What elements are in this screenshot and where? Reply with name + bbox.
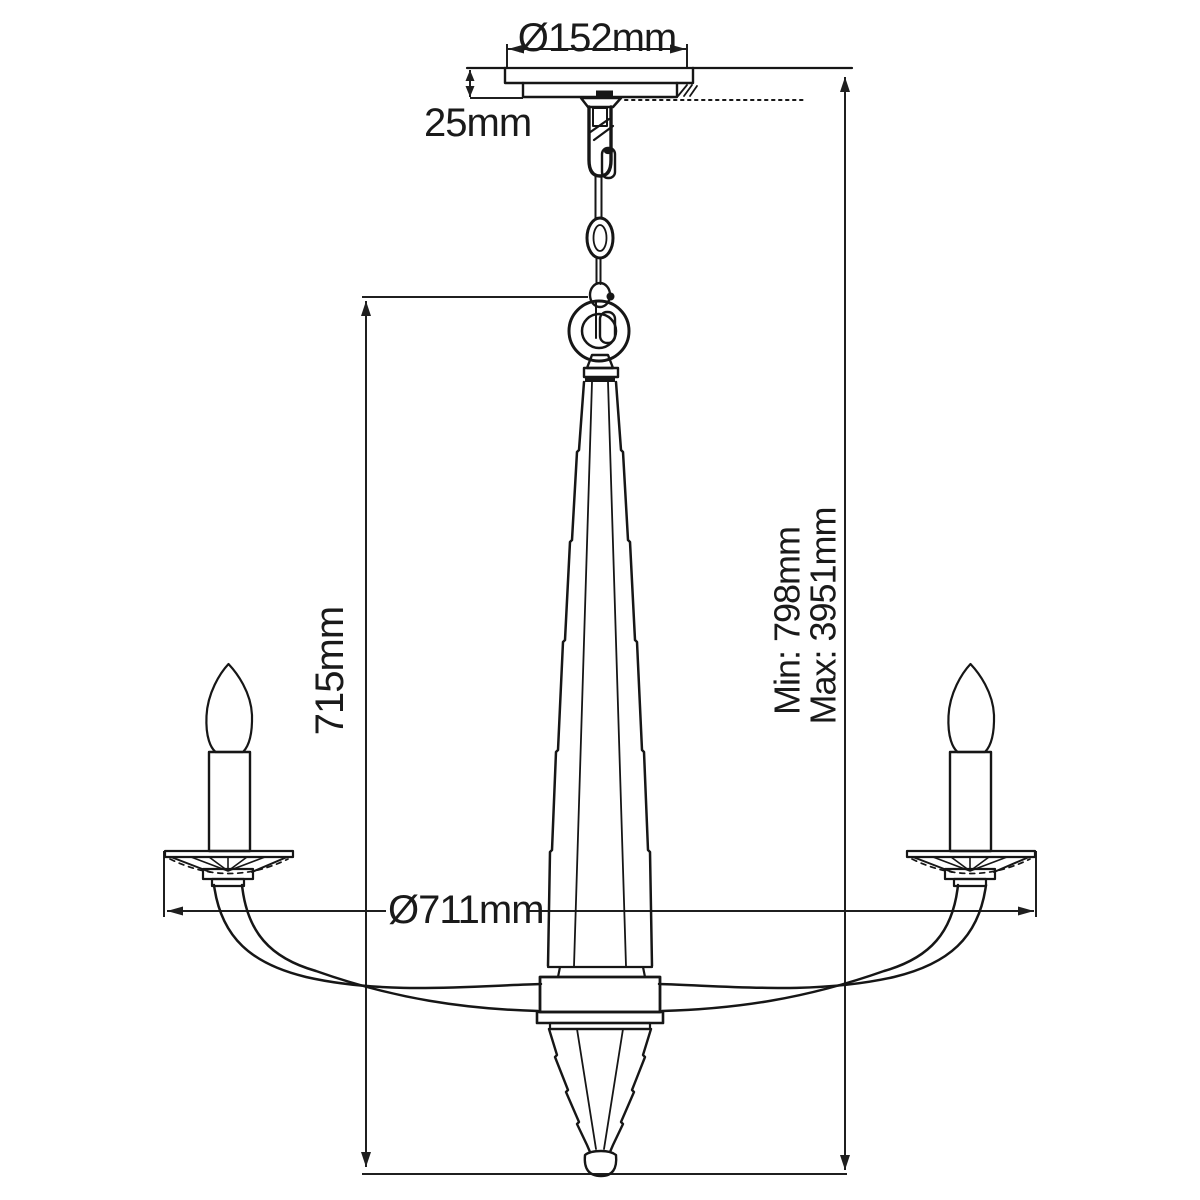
min-height-label: Min: 798mm [767, 527, 808, 715]
right-flame-bulb [947, 662, 996, 754]
left-bobeche [163, 849, 295, 859]
chain [585, 216, 615, 309]
dim-min-max-height [840, 77, 850, 1170]
suspension-hook [579, 90, 623, 219]
dimension-lines [163, 44, 1037, 1175]
top-ring [567, 299, 631, 363]
dim-canopy-diameter [506, 44, 688, 67]
ceiling-canopy [465, 66, 854, 101]
dim-canopy-height [465, 70, 523, 99]
arms [212, 883, 988, 1013]
chandelier-drawing [163, 66, 1037, 1178]
left-flame-bulb [205, 662, 254, 754]
dim-fixture-diameter [163, 851, 1037, 917]
right-arm [657, 883, 988, 990]
dimension-labels: Ø152mm 25mm 715mm Ø711mm Min: 798mm Max:… [308, 16, 844, 932]
canopy-diameter-label: Ø152mm [518, 16, 677, 60]
body-height-label: 715mm [308, 607, 352, 735]
dim-body-height [361, 296, 588, 1167]
left-candle-sleeve [207, 750, 252, 853]
max-height-label: Max: 3951mm [803, 507, 844, 724]
right-candle [905, 662, 1037, 888]
left-arm [212, 883, 543, 990]
hub-and-finial [535, 975, 665, 1178]
central-column [546, 353, 654, 979]
fixture-diameter-label: Ø711mm [388, 888, 544, 932]
canopy-height-label: 25mm [424, 101, 531, 145]
right-bobeche [905, 849, 1037, 859]
left-candle [163, 662, 295, 888]
right-candle-sleeve [948, 750, 993, 853]
